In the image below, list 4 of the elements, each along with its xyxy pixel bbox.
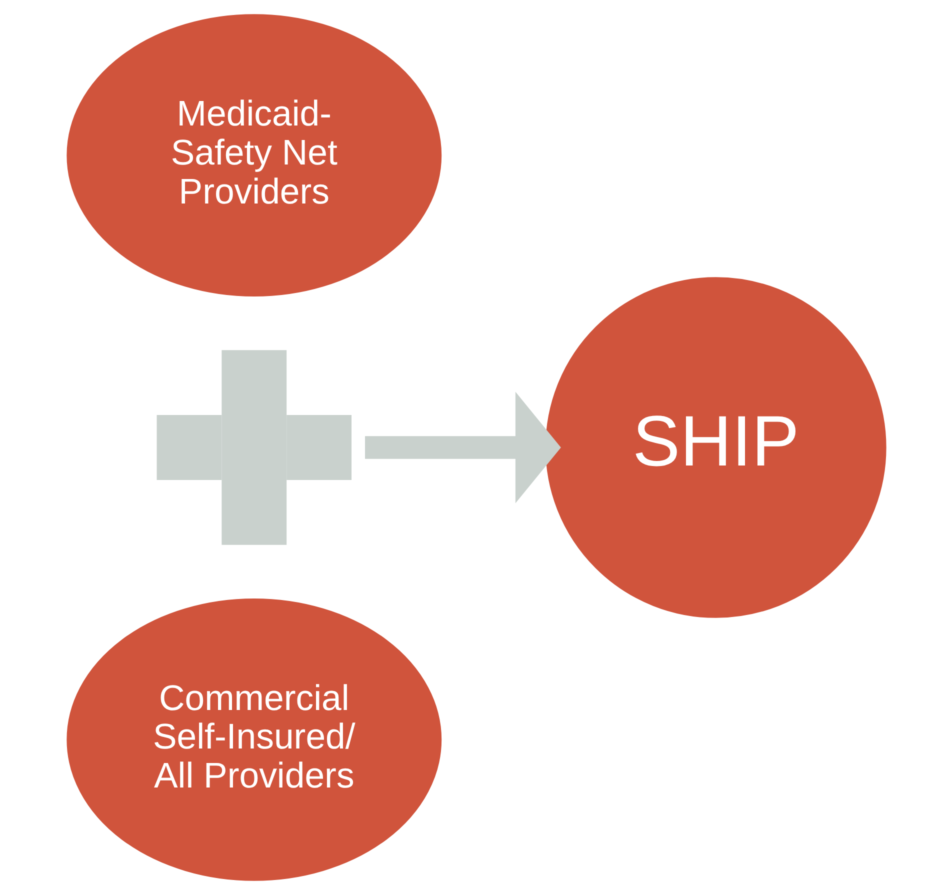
node-ellipse: Medicaid- Safety Net Providers [66, 14, 442, 297]
arrow [364, 392, 560, 504]
node-ellipse: Commercial Self-Insured/ All Providers [66, 598, 442, 881]
node-circle: SHIP [544, 277, 886, 618]
